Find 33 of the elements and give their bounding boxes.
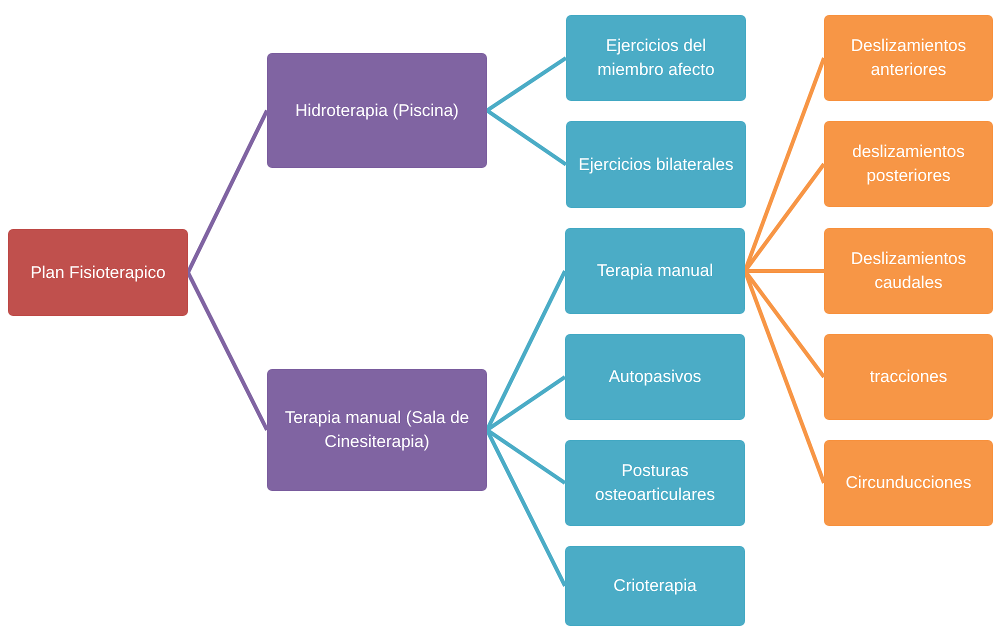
node-label: Autopasivos	[608, 366, 702, 388]
node-label: tracciones	[870, 366, 948, 388]
topic-box	[565, 546, 745, 626]
node-label: Circunducciones	[846, 472, 972, 494]
node-label: Hidroterapia (Piscina)	[295, 100, 459, 122]
topic-box	[566, 121, 746, 208]
connector-line	[486, 108, 568, 166]
technique-box	[824, 440, 993, 526]
technique-box	[824, 228, 993, 314]
category-box	[267, 369, 487, 491]
technique-box	[824, 121, 993, 207]
topic-box	[566, 15, 746, 101]
node-label: Posturas osteoarticulares	[594, 460, 716, 506]
node-label: Ejercicios bilaterales	[578, 154, 734, 176]
node-label: Deslizamientos anteriores	[850, 35, 968, 81]
category-box	[267, 53, 487, 168]
topic-box	[565, 228, 745, 314]
technique-box	[824, 15, 993, 101]
node-label: Plan Fisioterapico	[30, 262, 166, 284]
root-box	[8, 229, 188, 316]
connector-line	[486, 56, 568, 112]
node-label: Terapia manual	[596, 260, 714, 282]
node-label: deslizamientos posteriores	[851, 141, 966, 187]
connector-line	[186, 110, 269, 274]
connector-line	[745, 269, 824, 273]
technique-box	[824, 334, 993, 420]
topic-box	[565, 440, 745, 526]
topic-box	[565, 334, 745, 420]
node-label: Crioterapia	[613, 575, 697, 598]
node-label: Terapia manual (Sala de Cinesiterapia)	[284, 407, 470, 453]
connector-line	[186, 272, 269, 431]
node-label: Ejercicios del miembro afecto	[596, 35, 716, 81]
node-label: Deslizamientos caudales	[850, 248, 968, 294]
